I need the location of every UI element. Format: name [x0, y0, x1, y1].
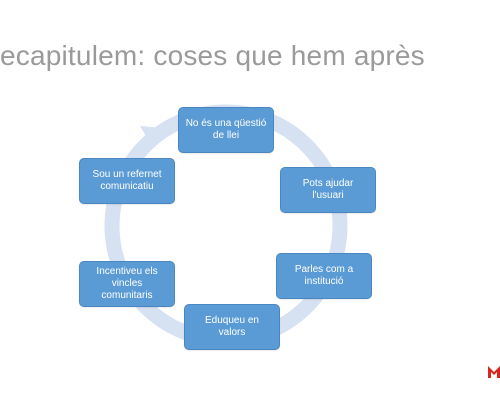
cycle-node-5: Incentiveu els vincles comunitaris	[79, 261, 175, 307]
corner-logo-shape	[488, 366, 500, 378]
cycle-node-2-label: Pots ajudar l'usuari	[302, 178, 354, 201]
cycle-node-5-label: Incentiveu els vincles comunitaris	[96, 266, 158, 301]
cycle-node-4: Eduqueu en valors	[184, 304, 280, 350]
slide-title: ecapitulem: coses que hem après	[0, 40, 425, 71]
cycle-node-6: Sou un refernet comunicatiu	[79, 158, 175, 204]
cycle-node-1-label: No és una qüestió de llei	[185, 118, 267, 141]
cycle-node-2: Pots ajudar l'usuari	[280, 167, 376, 213]
cycle-node-3: Parles com a institució	[276, 253, 372, 299]
cycle-node-6-label: Sou un refernet comunicatiu	[92, 169, 162, 192]
cycle-node-4-label: Eduqueu en valors	[205, 315, 259, 338]
cycle-arrow-head	[140, 126, 162, 146]
corner-logo-icon	[488, 366, 500, 378]
cycle-node-3-label: Parles com a institució	[294, 264, 354, 287]
cycle-node-1: No és una qüestió de llei	[178, 107, 274, 153]
